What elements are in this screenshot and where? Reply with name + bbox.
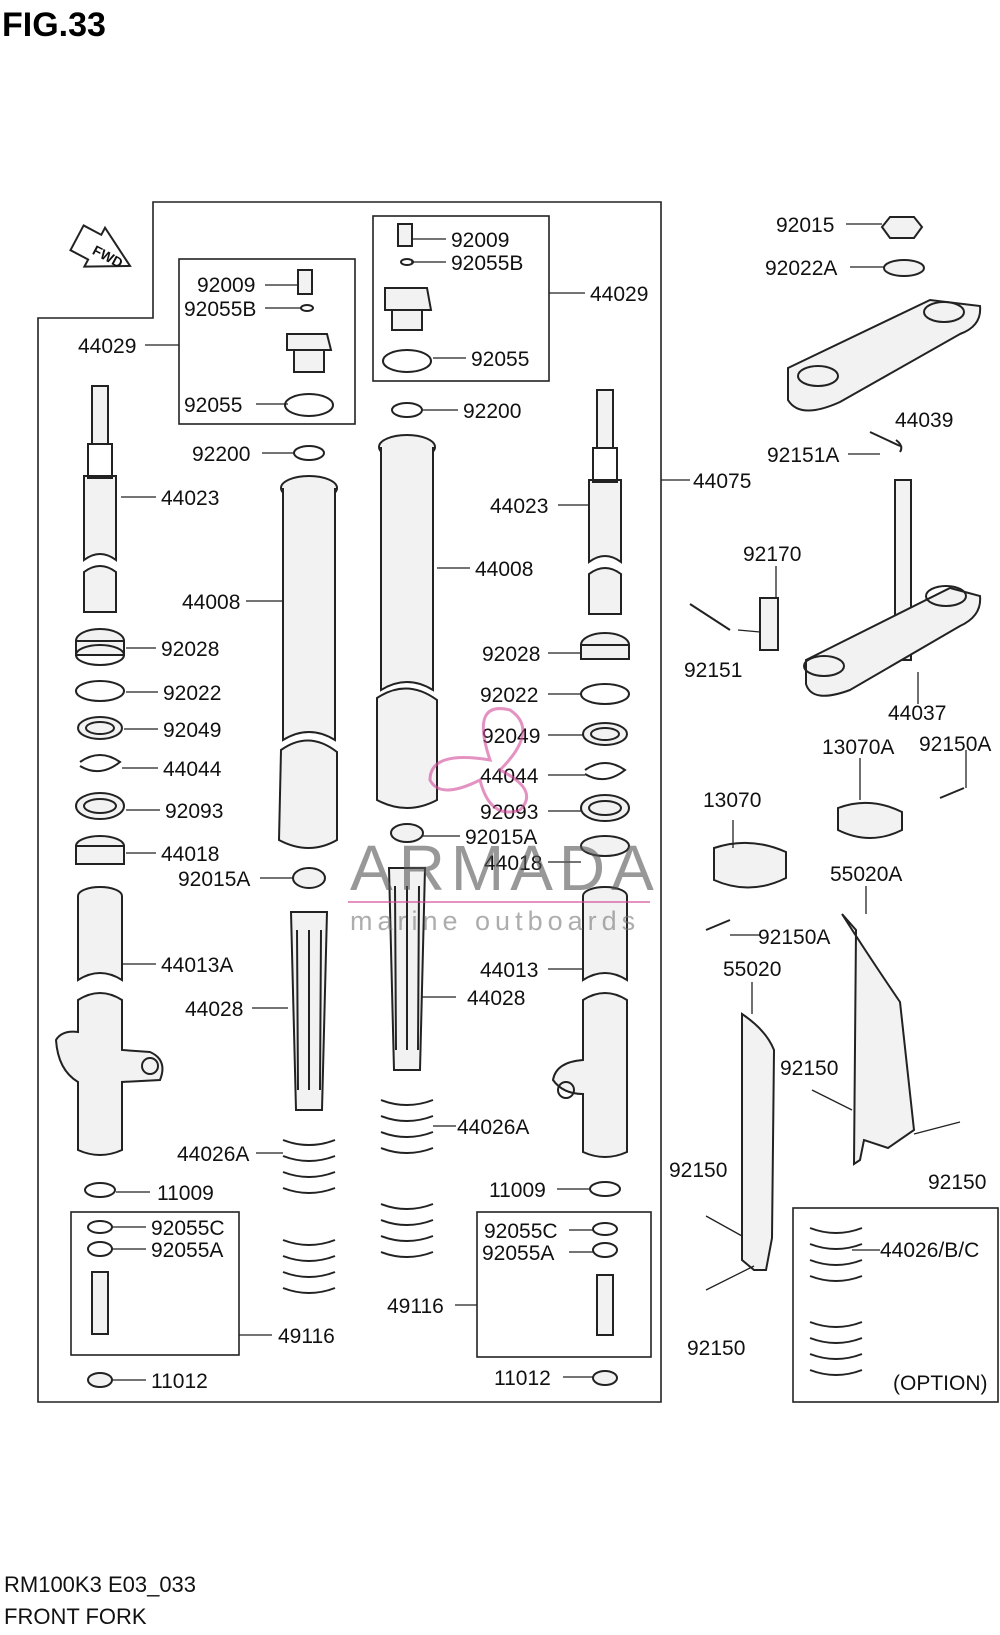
callout-label: 92055A <box>151 1239 223 1262</box>
callout-label: 44013 <box>480 959 538 982</box>
callout-label: 92150 <box>780 1057 838 1080</box>
callout-label: 92009 <box>197 274 255 297</box>
leader-lines <box>112 223 967 1381</box>
callout-label: 92150 <box>928 1171 986 1194</box>
callout-label: 92150A <box>758 926 830 949</box>
right-inner-tube-assembly <box>588 389 622 615</box>
right-damper-cap <box>382 223 433 418</box>
left-outer-tube <box>54 886 164 1156</box>
callout-label: 92150 <box>687 1337 745 1360</box>
callout-label: 92200 <box>463 400 521 423</box>
callout-label: 92028 <box>161 638 219 661</box>
right-spring <box>380 1099 434 1258</box>
watermark: ARMADA marine outboards <box>348 707 660 936</box>
callout-label: 92055B <box>451 252 523 275</box>
callout-label: 92022 <box>163 682 221 705</box>
watermark-brand: ARMADA <box>350 832 660 904</box>
right-seal-stack <box>580 632 630 857</box>
damper-cap-box-left <box>178 258 356 425</box>
callout-label: 92009 <box>451 229 509 252</box>
option-springs <box>809 1227 863 1376</box>
callout-label: 44075 <box>693 470 751 493</box>
callout-label: 49116 <box>278 1325 335 1348</box>
callout-label: 92093 <box>165 800 223 823</box>
callout-label: 92055B <box>184 298 256 321</box>
callout-label: 11009 <box>157 1182 214 1205</box>
right-outer-tube <box>551 886 628 1158</box>
callout-label: 92055 <box>184 394 242 417</box>
valve-box-right <box>476 1211 652 1358</box>
callout-label: 44008 <box>182 591 240 614</box>
steering-stem-lower-bracket <box>689 479 982 697</box>
callout-labels: 92009 92055B 44029 92055 92200 92009 920… <box>78 214 991 1395</box>
callout-label: 44029 <box>78 335 136 358</box>
left-damper-valve <box>84 1182 116 1388</box>
steering-upper-bracket <box>787 216 982 453</box>
callout-label: 44029 <box>590 283 648 306</box>
callout-label: 92015A <box>465 826 537 849</box>
callout-label: 92022A <box>765 257 837 280</box>
callout-label: 44026A <box>177 1143 249 1166</box>
callout-label: 11012 <box>494 1367 551 1390</box>
valve-box-left <box>70 1211 240 1356</box>
callout-label: 92028 <box>482 643 540 666</box>
callout-label: 92055 <box>471 348 529 371</box>
left-inner-tube-assembly <box>83 385 117 613</box>
callout-label: 92015 <box>776 214 834 237</box>
propeller-logo-icon <box>428 707 529 814</box>
callout-label: 92055C <box>151 1217 225 1240</box>
callout-label: 44026A <box>457 1116 529 1139</box>
callout-label: 44028 <box>467 987 525 1010</box>
fork-guards <box>741 913 916 1271</box>
callout-label: 44028 <box>185 998 243 1021</box>
fork-guard-clamps <box>705 787 965 931</box>
callout-label: 44018 <box>484 852 542 875</box>
callout-label: 92049 <box>482 725 540 748</box>
figure-number: FIG.33 <box>2 6 106 44</box>
callout-label: 92055A <box>482 1242 554 1265</box>
callout-label: 44023 <box>490 495 548 518</box>
callout-label: 44044 <box>163 758 222 781</box>
callout-label: 44039 <box>895 409 953 432</box>
left-seal-stack <box>75 628 125 865</box>
left-spring <box>282 1139 336 1294</box>
callout-label: 44026/B/C <box>880 1239 979 1262</box>
callout-label: 92151 <box>684 659 742 682</box>
right-fork-tube <box>376 434 438 1071</box>
callout-label: 92015A <box>178 868 250 891</box>
callout-label: 11012 <box>151 1370 208 1393</box>
callout-label: 92150A <box>919 733 991 756</box>
callout-label: 13070 <box>703 789 761 812</box>
callout-label: 44018 <box>161 843 219 866</box>
callout-label: 55020A <box>830 863 902 886</box>
callout-label: 49116 <box>387 1295 444 1318</box>
callout-label: 92151A <box>767 444 839 467</box>
callout-label: 13070A <box>822 736 894 759</box>
callout-label: 92200 <box>192 443 250 466</box>
fwd-arrow-icon: FWD <box>69 224 132 271</box>
damper-cap-box-right <box>372 215 550 382</box>
callout-label: 44023 <box>161 487 219 510</box>
option-label: (OPTION) <box>893 1372 988 1395</box>
left-damper-cap <box>284 269 334 461</box>
callout-label: 92049 <box>163 719 221 742</box>
callout-label: 44008 <box>475 558 533 581</box>
callout-label: 92150 <box>669 1159 727 1182</box>
left-fork-tube <box>277 475 338 1111</box>
figure-caption: FRONT FORK <box>4 1604 147 1629</box>
model-code: RM100K3 E03_033 <box>4 1572 197 1597</box>
option-spring-box <box>792 1207 999 1403</box>
fork-assembly-frame <box>37 201 662 1403</box>
callout-label: 11009 <box>489 1179 546 1202</box>
callout-label: 44013A <box>161 954 233 977</box>
callout-label: 92022 <box>480 684 538 707</box>
watermark-tagline: marine outboards <box>350 906 640 936</box>
callout-label: 44037 <box>888 702 946 725</box>
callout-label: 55020 <box>723 958 781 981</box>
callout-label: 92170 <box>743 543 801 566</box>
callout-label: 92055C <box>484 1220 558 1243</box>
